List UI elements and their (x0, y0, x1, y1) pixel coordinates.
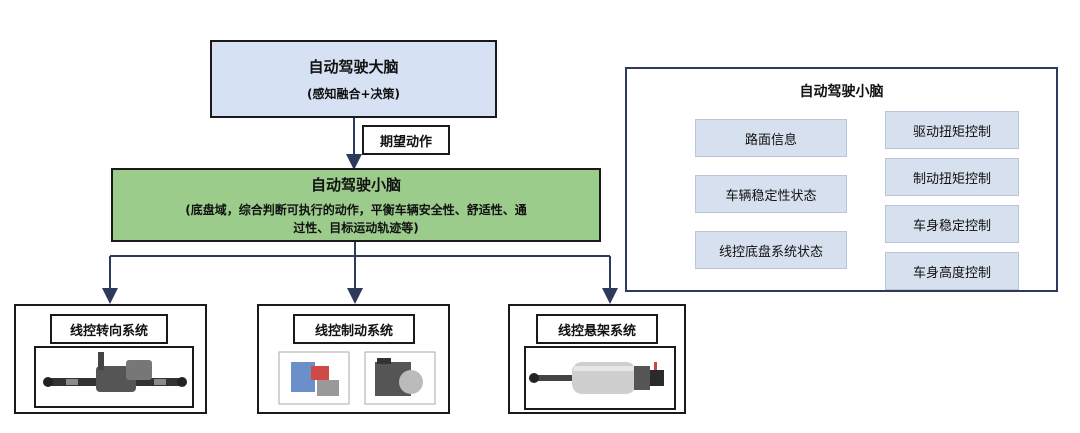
air-suspension-image (524, 346, 676, 410)
control-brake-torque: 制动扭矩控制 (885, 158, 1019, 196)
steering-system-box: 线控转向系统 (14, 304, 207, 414)
brain-subtitle: (感知融合+决策) (306, 87, 401, 101)
cerebellum-box: 自动驾驶小脑 (底盘域，综合判断可执行的动作，平衡车辆安全性、舒适性、通 过性、… (111, 168, 601, 242)
cerebellum-desc-line2: 过性、目标运动轨迹等) (293, 220, 419, 235)
input-chassis-status: 线控底盘系统状态 (695, 231, 847, 269)
input-vehicle-stability: 车辆稳定性状态 (695, 175, 847, 213)
brake-system-box: 线控制动系统 (257, 304, 450, 414)
expected-action-label: 期望动作 (362, 125, 450, 155)
cerebellum-desc-line1: (底盘域，综合判断可执行的动作，平衡车辆安全性、舒适性、通 (185, 202, 527, 217)
brake-unit-image (277, 350, 437, 406)
control-body-stability: 车身稳定控制 (885, 205, 1019, 243)
steering-rack-image (34, 346, 194, 408)
input-road-info: 路面信息 (695, 119, 847, 157)
brain-title: 自动驾驶大脑 (308, 58, 399, 76)
brake-system-label: 线控制动系统 (293, 314, 415, 344)
steering-system-label: 线控转向系统 (50, 314, 168, 344)
cerebellum-detail-panel: 自动驾驶小脑 路面信息 车辆稳定性状态 线控底盘系统状态 驱动扭矩控制 制动扭矩… (625, 67, 1058, 292)
autonomous-brain-box: 自动驾驶大脑 (感知融合+决策) (210, 40, 497, 118)
suspension-system-label: 线控悬架系统 (536, 314, 658, 344)
suspension-system-box: 线控悬架系统 (508, 304, 686, 414)
cerebellum-description: (底盘域，综合判断可执行的动作，平衡车辆安全性、舒适性、通 过性、目标运动轨迹等… (175, 201, 537, 237)
panel-title: 自动驾驶小脑 (799, 84, 884, 100)
cerebellum-title: 自动驾驶小脑 (310, 175, 401, 194)
control-drive-torque: 驱动扭矩控制 (885, 111, 1019, 149)
control-body-height: 车身高度控制 (885, 252, 1019, 290)
